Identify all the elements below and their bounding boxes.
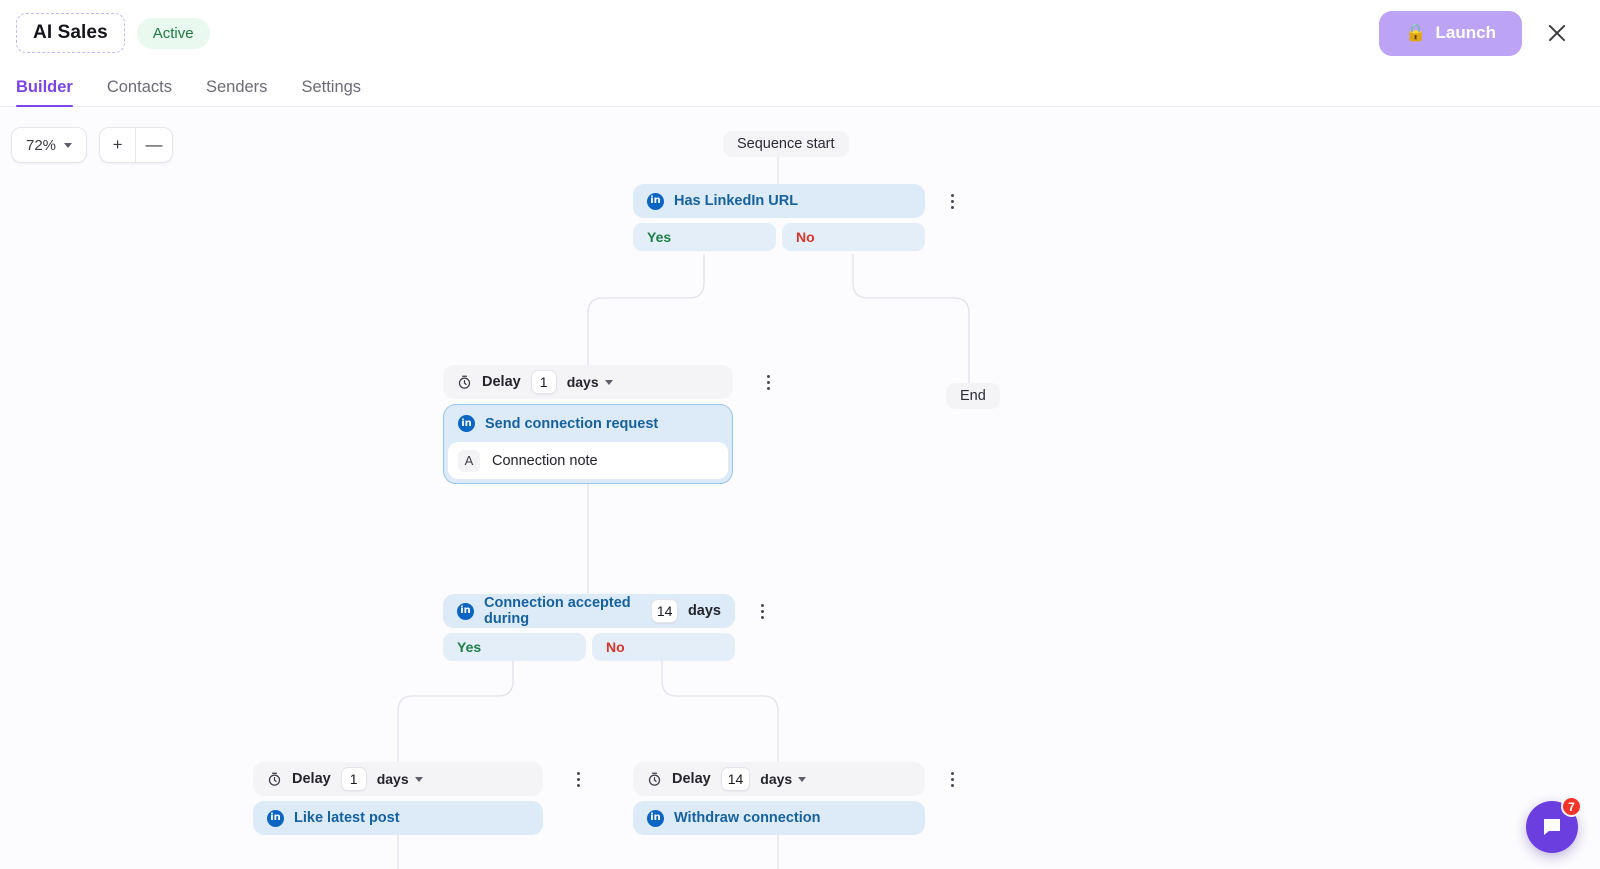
condition-card: in Has LinkedIn URL Yes No (633, 184, 954, 251)
branch-yes[interactable]: Yes (633, 223, 776, 251)
branch-row: Yes No (633, 223, 925, 251)
delay-label: Delay (482, 374, 521, 390)
node-delay-3[interactable]: Delay 14 days (633, 762, 925, 796)
tab-bar: Builder Contacts Senders Settings (0, 66, 1600, 107)
sub-item-connection-note[interactable]: A Connection note (448, 442, 728, 479)
linkedin-icon: in (457, 602, 474, 620)
chevron-down-icon (64, 142, 73, 148)
delay-unit-select[interactable]: days (567, 374, 613, 390)
tab-senders[interactable]: Senders (205, 77, 268, 96)
node-end[interactable]: End (946, 383, 1000, 409)
app-header: AI Sales Active 🔒 Launch (0, 0, 1600, 66)
node-menu-button-delay-2[interactable] (569, 766, 587, 792)
branch-no[interactable]: No (782, 223, 925, 251)
node-header-send-connection-request[interactable]: in Send connection request (444, 405, 732, 442)
node-menu-button-delay-3[interactable] (943, 766, 961, 792)
stopwatch-icon (647, 772, 662, 787)
delay-value-input[interactable]: 14 (720, 767, 751, 791)
zoom-level-value: 72% (26, 136, 57, 154)
end-label: End (946, 383, 1000, 409)
status-badge: Active (136, 17, 210, 49)
node-send-connection-request[interactable]: in Send connection request A Connection … (443, 404, 733, 484)
chevron-down-icon (414, 776, 423, 782)
header-actions: 🔒 Launch (1379, 10, 1584, 56)
node-header-connection-accepted[interactable]: in Connection accepted during 14 days (443, 594, 735, 628)
node-title: Like latest post (294, 810, 400, 826)
zoom-in-button[interactable]: + (100, 128, 137, 162)
sequence-start-label: Sequence start (723, 131, 849, 157)
zoom-step-buttons: + — (99, 127, 174, 163)
chat-widget-button[interactable]: 7 (1526, 796, 1582, 853)
node-title: Connection accepted during (484, 595, 631, 627)
delay-unit-label: days (760, 771, 793, 787)
node-delay-1[interactable]: Delay 1 days (443, 365, 733, 399)
node-title: Send connection request (485, 415, 659, 432)
node-menu-button-connection-accepted[interactable] (753, 598, 771, 624)
linkedin-icon: in (267, 809, 284, 827)
node-menu-button[interactable] (943, 188, 961, 214)
delay-label: Delay (672, 771, 711, 787)
accepted-days-unit: days (687, 603, 721, 619)
delay-unit-label: days (566, 374, 599, 390)
delay-unit-label: days (376, 771, 409, 787)
node-group-like-latest-post: Delay 1 days in Like latest post (253, 762, 580, 835)
stopwatch-icon (267, 772, 282, 787)
accepted-days-input[interactable]: 14 (651, 599, 678, 623)
node-has-linkedin-url[interactable]: in Has LinkedIn URL Yes No (633, 184, 954, 251)
node-sequence-start[interactable]: Sequence start (723, 131, 849, 157)
node-header-has-linkedin-url[interactable]: in Has LinkedIn URL (633, 184, 925, 218)
delay-label: Delay (292, 771, 331, 787)
text-variant-icon: A (458, 449, 480, 472)
chevron-down-icon (604, 379, 613, 385)
chat-unread-badge: 7 (1561, 796, 1582, 817)
lock-emoji-icon: 🔒 (1405, 23, 1427, 42)
node-title: Withdraw connection (674, 810, 821, 826)
zoom-out-button[interactable]: — (145, 135, 163, 154)
sub-item-label: Connection note (492, 452, 598, 469)
tab-builder[interactable]: Builder (16, 78, 73, 107)
linkedin-icon: in (647, 809, 664, 827)
launch-button-label: Launch (1435, 23, 1496, 42)
node-group-withdraw-connection: Delay 14 days in Withdraw connection (633, 762, 954, 835)
node-title: Has LinkedIn URL (674, 193, 799, 209)
branch-yes[interactable]: Yes (443, 633, 586, 661)
branch-no[interactable]: No (592, 633, 735, 661)
close-icon[interactable] (1544, 20, 1570, 46)
linkedin-icon: in (458, 415, 475, 432)
zoom-controls: 72% + — (11, 127, 174, 163)
branch-row: Yes No (443, 633, 735, 661)
node-delay-2[interactable]: Delay 1 days (253, 762, 543, 796)
sequence-builder-canvas[interactable]: 72% + — Sequence start (0, 107, 1600, 869)
launch-button[interactable]: 🔒 Launch (1379, 10, 1522, 56)
node-withdraw-connection[interactable]: in Withdraw connection (633, 801, 925, 835)
condition-card: in Connection accepted during 14 days Ye… (443, 594, 764, 661)
chat-bubble-icon (1544, 819, 1560, 835)
linkedin-icon: in (647, 192, 664, 210)
tab-contacts[interactable]: Contacts (106, 77, 172, 96)
tab-settings[interactable]: Settings (301, 77, 362, 96)
node-group-connection-request: Delay 1 days in Send connection request … (443, 365, 770, 484)
delay-unit-select[interactable]: days (760, 771, 807, 787)
delay-value-input[interactable]: 1 (530, 370, 557, 394)
delay-unit-select[interactable]: days (377, 771, 423, 787)
chevron-down-icon (798, 776, 807, 782)
stopwatch-icon (457, 375, 472, 390)
zoom-level-select[interactable]: 72% (11, 127, 88, 163)
delay-value-input[interactable]: 1 (340, 767, 367, 791)
node-like-latest-post[interactable]: in Like latest post (253, 801, 543, 835)
sequence-name-field[interactable]: AI Sales (16, 13, 125, 53)
node-connection-accepted[interactable]: in Connection accepted during 14 days Ye… (443, 594, 764, 661)
node-menu-button-delay-1[interactable] (759, 369, 777, 395)
